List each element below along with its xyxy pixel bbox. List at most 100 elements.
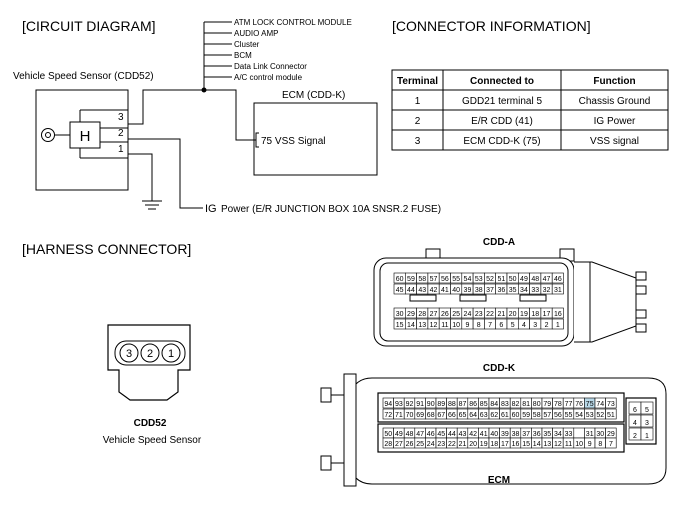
pin-number: 87 bbox=[459, 401, 467, 408]
pin-number: 57 bbox=[543, 412, 551, 419]
branch-module-cluster: Cluster bbox=[234, 40, 260, 49]
pin-number: 52 bbox=[486, 276, 494, 283]
section-circuit-diagram: [CIRCUIT DIAGRAM] bbox=[22, 18, 156, 34]
branch-module-bcm: BCM bbox=[234, 51, 252, 60]
sensor-pin-2: 2 bbox=[118, 128, 124, 139]
pin-number: 28 bbox=[418, 311, 426, 318]
pin-number: 62 bbox=[490, 412, 498, 419]
pin-number: 70 bbox=[406, 412, 414, 419]
pin-number: 3 bbox=[645, 420, 649, 427]
pin-number: 6 bbox=[499, 322, 503, 329]
pin-number: 78 bbox=[554, 401, 562, 408]
pin-number: 10 bbox=[452, 322, 460, 329]
pin-number: 8 bbox=[477, 322, 481, 329]
pin-number: 71 bbox=[395, 412, 403, 419]
pin-number: 52 bbox=[596, 412, 604, 419]
pin-number: 18 bbox=[490, 441, 498, 448]
cdd52-pin bbox=[161, 343, 181, 363]
pin-number: 9 bbox=[588, 441, 592, 448]
pin-number: 59 bbox=[407, 276, 415, 283]
pin-number: 90 bbox=[427, 401, 435, 408]
pin-number: 75 bbox=[586, 401, 594, 408]
pin-number: 91 bbox=[416, 401, 424, 408]
pin-number: 12 bbox=[554, 441, 562, 448]
pin-number: 43 bbox=[459, 431, 467, 438]
wire-ig-power bbox=[128, 138, 203, 209]
pin-number: 20 bbox=[509, 311, 517, 318]
pin-number: 29 bbox=[607, 431, 615, 438]
pin-number: 35 bbox=[509, 287, 517, 294]
cdd52-pin-label: 1 bbox=[168, 348, 174, 360]
pin-number: 51 bbox=[497, 276, 505, 283]
branch-module-dlc: Data Link Connector bbox=[234, 62, 307, 71]
pin-number: 69 bbox=[416, 412, 424, 419]
pin-number: 68 bbox=[427, 412, 435, 419]
sensor-pin-3: 3 bbox=[118, 112, 124, 123]
pin-cell bbox=[605, 397, 617, 409]
sensor-coil-symbol bbox=[41, 109, 128, 159]
pin-number: 22 bbox=[448, 441, 456, 448]
pin-number: 54 bbox=[464, 276, 472, 283]
pin-number: 61 bbox=[501, 412, 509, 419]
pin-number: 72 bbox=[384, 412, 392, 419]
pin-number: 14 bbox=[407, 322, 415, 329]
table-header-connected: Connected to bbox=[470, 76, 534, 87]
pin-number: 47 bbox=[416, 431, 424, 438]
ig-prefix: IG bbox=[205, 203, 217, 215]
sensor-symbol-h: H bbox=[80, 128, 91, 145]
pin-number: 57 bbox=[430, 276, 438, 283]
pin-number: 63 bbox=[480, 412, 488, 419]
connector-table bbox=[391, 69, 669, 151]
pin-number: 21 bbox=[497, 311, 505, 318]
pin-cell bbox=[640, 414, 654, 428]
branch-module-atm: ATM LOCK CONTROL MODULE bbox=[234, 18, 352, 27]
pin-number: 45 bbox=[437, 431, 445, 438]
pin-number: 4 bbox=[633, 420, 637, 427]
pin-number: 93 bbox=[395, 401, 403, 408]
pin-number: 36 bbox=[497, 287, 505, 294]
pin-number: 19 bbox=[480, 441, 488, 448]
pin-number: 13 bbox=[418, 322, 426, 329]
pin-number: 53 bbox=[586, 412, 594, 419]
pin-number: 5 bbox=[511, 322, 515, 329]
pin-number: 23 bbox=[475, 311, 483, 318]
pin-number: 27 bbox=[395, 441, 403, 448]
pin-number: 32 bbox=[543, 287, 551, 294]
pin-number: 59 bbox=[522, 412, 530, 419]
pin-number: 14 bbox=[533, 441, 541, 448]
pin-number: 55 bbox=[452, 276, 460, 283]
table-cell: ECM CDD-K (75) bbox=[463, 136, 540, 147]
table-cell: GDD21 terminal 5 bbox=[462, 96, 542, 107]
pin-cell bbox=[551, 283, 564, 295]
sensor-pin-1: 1 bbox=[118, 144, 124, 155]
pin-number: 44 bbox=[448, 431, 456, 438]
pin-number: 33 bbox=[565, 431, 573, 438]
pin-number: 76 bbox=[575, 401, 583, 408]
pin-number: 40 bbox=[452, 287, 460, 294]
pin-number: 24 bbox=[464, 311, 472, 318]
pin-number: 46 bbox=[427, 431, 435, 438]
pin-number: 34 bbox=[554, 431, 562, 438]
pin-number: 9 bbox=[465, 322, 469, 329]
pin-number: 48 bbox=[531, 276, 539, 283]
pin-number: 92 bbox=[406, 401, 414, 408]
pin-cell bbox=[573, 427, 585, 439]
pin-number: 50 bbox=[384, 431, 392, 438]
pin-number: 7 bbox=[609, 441, 613, 448]
pin-number: 10 bbox=[575, 441, 583, 448]
cdd52-pin-label: 2 bbox=[147, 348, 153, 360]
pin-number: 1 bbox=[556, 322, 560, 329]
cdd52-connector-body bbox=[107, 324, 191, 401]
pin-number: 30 bbox=[396, 311, 404, 318]
pin-number: 94 bbox=[384, 401, 392, 408]
pin-number: 6 bbox=[633, 407, 637, 414]
pin-number: 33 bbox=[531, 287, 539, 294]
pin-number: 41 bbox=[480, 431, 488, 438]
pin-number: 25 bbox=[416, 441, 424, 448]
wire-vss bbox=[128, 87, 256, 141]
pin-number: 60 bbox=[396, 276, 404, 283]
pin-number: 85 bbox=[480, 401, 488, 408]
